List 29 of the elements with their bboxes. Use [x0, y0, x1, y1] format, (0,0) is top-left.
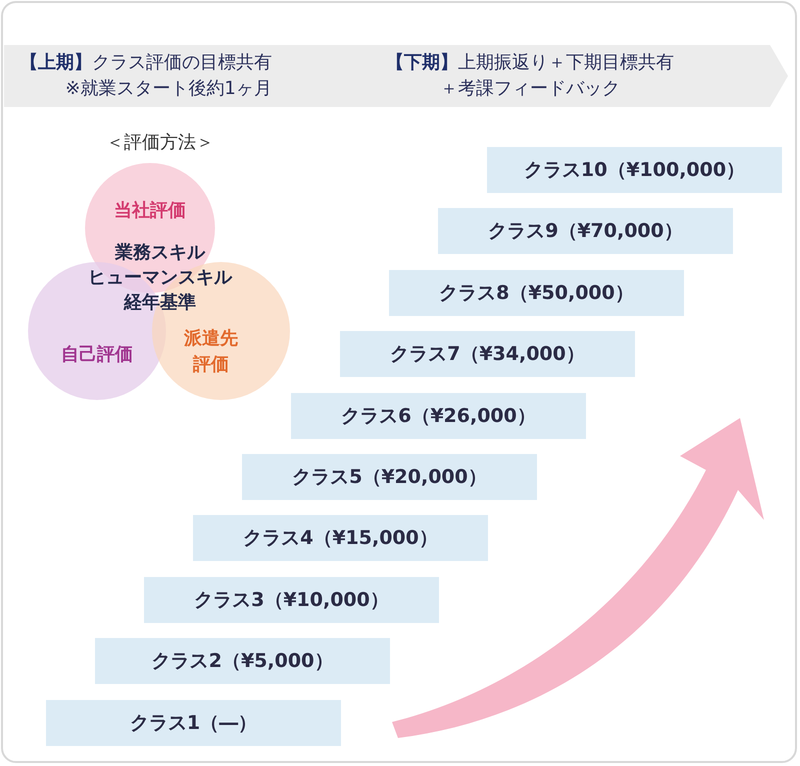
- class-step-box: [95, 638, 390, 684]
- class-label: クラス9（¥70,000）: [488, 219, 683, 244]
- venn-center-text: ヒューマンスキル: [88, 266, 232, 289]
- class-step-box: [144, 576, 439, 623]
- class-step-box: [438, 208, 733, 254]
- class-step-box: [487, 147, 782, 193]
- class-label: クラス3（¥10,000）: [194, 588, 389, 613]
- class-label: クラス8（¥50,000）: [439, 280, 634, 306]
- venn-center-text: 業務スキル: [115, 241, 205, 264]
- class-label: クラス1（―）: [130, 710, 258, 736]
- circle-label: 派遣先評価: [184, 327, 238, 377]
- class-label: クラス6（¥26,000）: [341, 404, 536, 429]
- class-label: クラス4（¥15,000）: [243, 526, 438, 552]
- class-label: クラス7（¥34,000）: [390, 342, 585, 368]
- section-heading: ＜評価方法＞: [106, 131, 214, 154]
- venn-center-text: 経年基準: [124, 291, 196, 314]
- class-label: クラス2（¥5,000）: [152, 649, 334, 674]
- class-step-box: [193, 515, 488, 562]
- class-label: クラス10（¥100,000）: [524, 158, 746, 183]
- class-step-box: [340, 331, 635, 378]
- class-step-box: [242, 454, 537, 500]
- header-text: 【下期】上期振返り＋下期目標共有＋考課フィードバック: [385, 51, 675, 101]
- circle-label: 自己評価: [61, 343, 133, 366]
- class-label: クラス5（¥20,000）: [292, 465, 487, 490]
- class-step-box: [46, 700, 341, 746]
- class-step-box: [291, 392, 586, 439]
- class-step-box: [389, 270, 684, 316]
- header-text: 【上期】クラス評価の目標共有※就業スタート後約1ヶ月: [18, 51, 272, 101]
- circle-label: 当社評価: [114, 199, 186, 222]
